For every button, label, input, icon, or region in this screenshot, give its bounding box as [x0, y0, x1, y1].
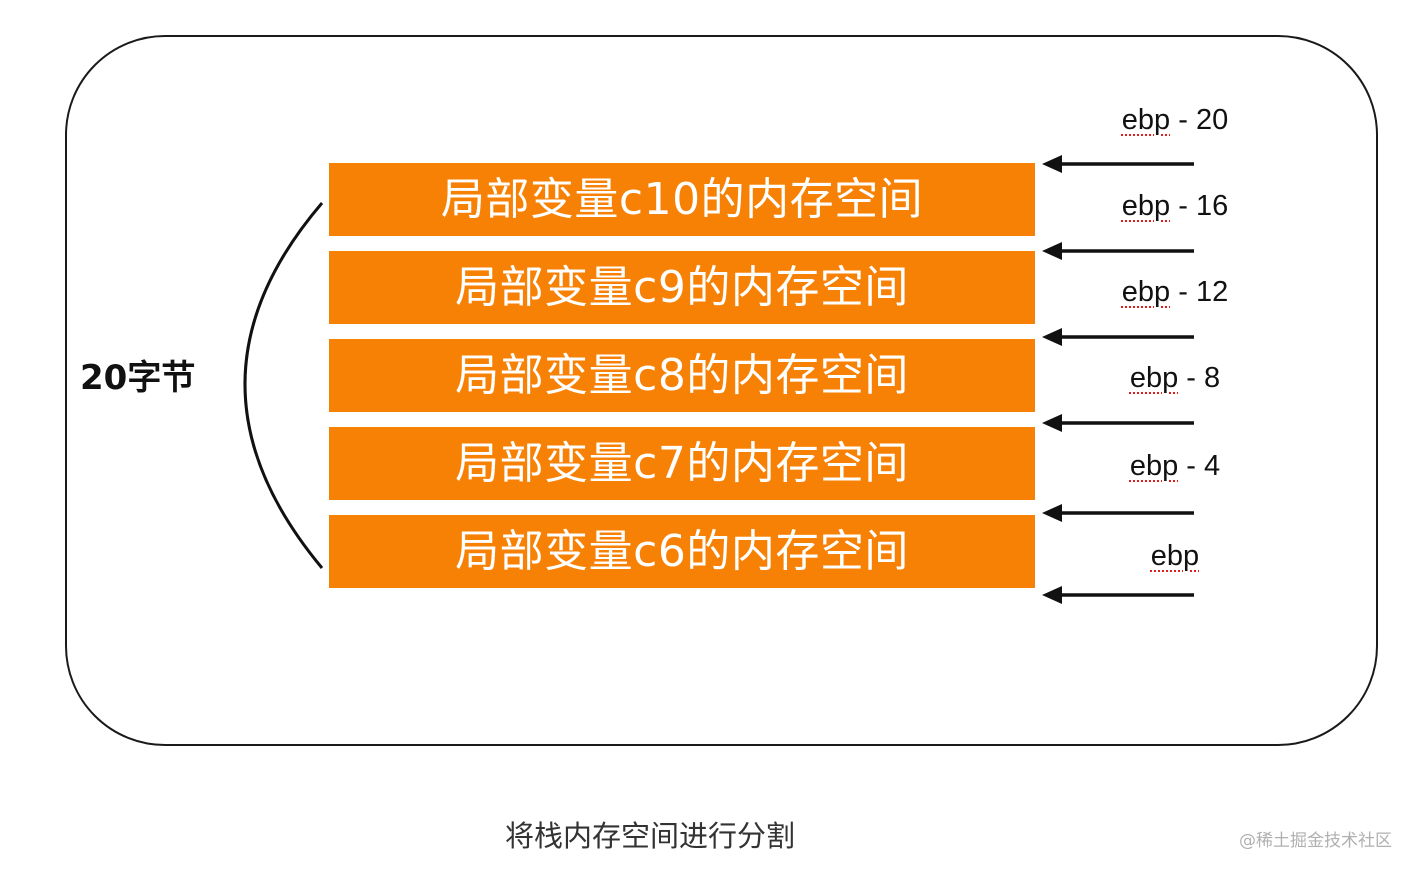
- register-name: ebp: [1129, 450, 1179, 482]
- offset-label-ebp-8: ebp - 8: [1100, 362, 1250, 395]
- pointer-arrow-ebp-4: [1042, 504, 1194, 522]
- offset-value: - 20: [1170, 104, 1229, 136]
- offset-value: - 12: [1170, 276, 1229, 308]
- register-name: ebp: [1129, 362, 1179, 394]
- memory-block-c7: 局部变量c7的内存空间: [329, 427, 1035, 500]
- register-name: ebp: [1150, 540, 1200, 572]
- offset-label-ebp-4: ebp - 4: [1100, 450, 1250, 483]
- size-label: 20字节: [80, 358, 196, 398]
- memory-block-c8: 局部变量c8的内存空间: [329, 339, 1035, 412]
- offset-value: - 8: [1178, 362, 1221, 394]
- pointer-arrow-ebp-20: [1042, 155, 1194, 173]
- register-name: ebp: [1121, 104, 1171, 136]
- offset-label-ebp-12: ebp - 12: [1100, 276, 1250, 309]
- register-name: ebp: [1121, 276, 1171, 308]
- pointer-arrow-ebp-8: [1042, 414, 1194, 432]
- pointer-arrow-ebp-16: [1042, 242, 1194, 260]
- figure-caption: 将栈内存空间进行分割: [504, 819, 795, 853]
- pointer-arrow-ebp-12: [1042, 328, 1194, 346]
- memory-block-c6: 局部变量c6的内存空间: [329, 515, 1035, 588]
- watermark: @稀土掘金技术社区: [1239, 831, 1392, 851]
- memory-block-c9: 局部变量c9的内存空间: [329, 251, 1035, 324]
- offset-value: - 16: [1170, 190, 1229, 222]
- pointer-arrow-ebp: [1042, 586, 1194, 604]
- offset-label-ebp: ebp: [1100, 540, 1250, 573]
- memory-block-c10: 局部变量c10的内存空间: [329, 163, 1035, 236]
- offset-value: - 4: [1178, 450, 1221, 482]
- stack-frame-border: [65, 35, 1378, 746]
- register-name: ebp: [1121, 190, 1171, 222]
- offset-label-ebp-16: ebp - 16: [1100, 190, 1250, 223]
- offset-label-ebp-20: ebp - 20: [1100, 104, 1250, 137]
- brace-curve: [243, 202, 324, 569]
